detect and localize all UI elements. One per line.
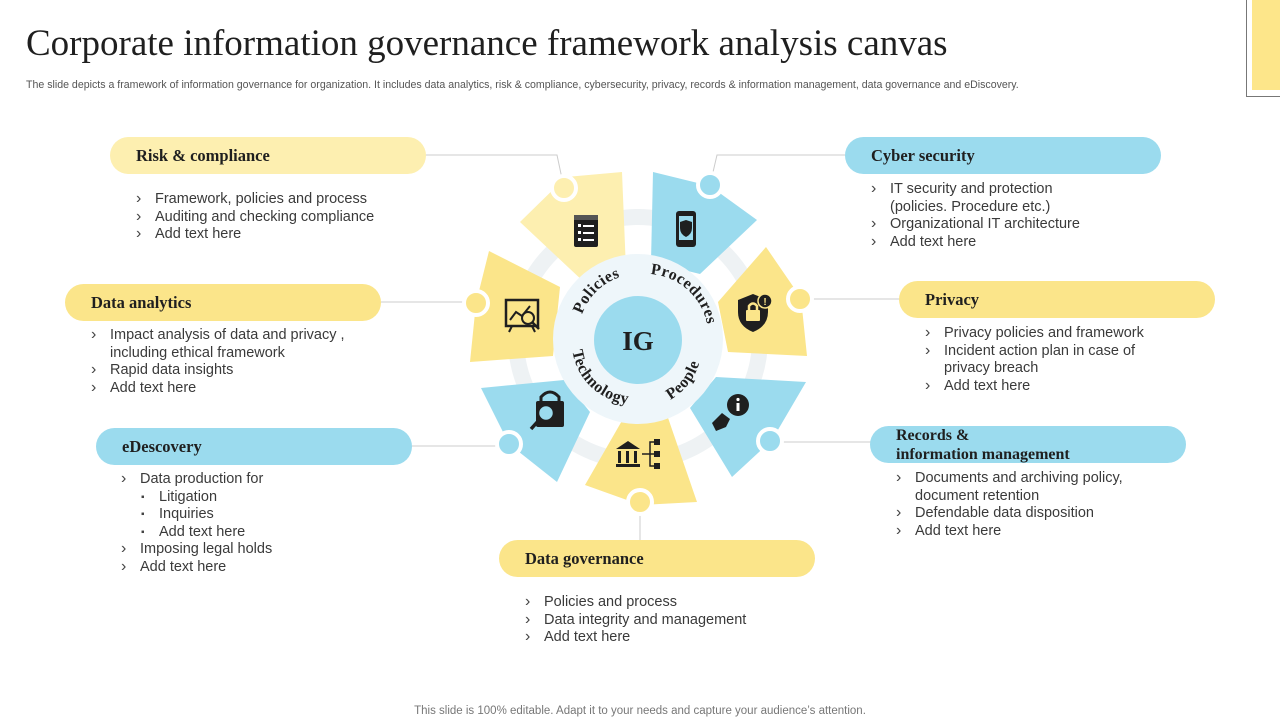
- cyber-security-pill: Cyber security: [845, 137, 1161, 174]
- list-sub-item: Add text here: [121, 524, 272, 542]
- data-analytics-title: Data analytics: [91, 292, 192, 312]
- list-sub-item: Litigation: [121, 489, 272, 507]
- data-governance-list: Policies and process Data integrity and …: [525, 593, 746, 647]
- list-item: Add text here: [871, 233, 1080, 252]
- hub-circle: [594, 296, 682, 384]
- list-item: Data integrity and management: [525, 611, 746, 630]
- segment-governance: [585, 412, 697, 505]
- privacy-pill: Privacy: [899, 281, 1215, 318]
- list-item: Add text here: [925, 377, 1144, 396]
- list-item: Add text here: [525, 628, 746, 647]
- privacy-list: Privacy policies and framework Incident …: [925, 324, 1144, 396]
- list-item: Add text here: [896, 522, 1123, 541]
- segment-records: [690, 377, 806, 477]
- ediscovery-list: Data production for Litigation Inquiries…: [121, 470, 272, 577]
- list-item: Incident action plan in case of: [925, 342, 1144, 361]
- data-analytics-list: Impact analysis of data and privacy , in…: [91, 326, 345, 398]
- bank-hierarchy-icon: [616, 439, 660, 469]
- analytics-board-icon: [504, 298, 540, 333]
- shield-lock-alert-icon: !: [738, 293, 773, 332]
- list-item: privacy breach: [944, 360, 1039, 377]
- hub-label: IG: [622, 326, 654, 356]
- list-item: IT security and protection: [871, 180, 1080, 199]
- page-subtitle: The slide depicts a framework of informa…: [26, 79, 1019, 91]
- data-governance-title: Data governance: [525, 548, 644, 568]
- list-item: Organizational IT architecture: [871, 215, 1080, 234]
- segment-risk: [520, 172, 626, 283]
- segment-ediscovery: [481, 380, 590, 482]
- list-item: Privacy policies and framework: [925, 324, 1144, 343]
- list-item: Imposing legal holds: [121, 540, 272, 559]
- corner-decoration-fill: [1252, 0, 1280, 90]
- segment-knobs: [462, 171, 814, 516]
- list-item: Add text here: [136, 225, 374, 244]
- risk-compliance-title: Risk & compliance: [136, 145, 270, 165]
- lock-search-icon: [529, 390, 564, 431]
- cyber-security-title: Cyber security: [871, 145, 975, 165]
- list-item: including ethical framework: [110, 344, 285, 361]
- segment-analytics: [470, 251, 560, 362]
- risk-compliance-pill: Risk & compliance: [110, 137, 426, 174]
- list-item: Add text here: [91, 379, 345, 398]
- records-list: Documents and archiving policy, document…: [896, 469, 1123, 541]
- list-item: Defendable data disposition: [896, 504, 1123, 523]
- cyber-security-list: IT security and protection (policies. Pr…: [871, 180, 1080, 252]
- list-item: Data production for: [121, 470, 272, 489]
- risk-compliance-list: Framework, policies and process Auditing…: [136, 190, 374, 244]
- svg-text:!: !: [763, 297, 766, 308]
- list-item: Documents and archiving policy,: [896, 469, 1123, 488]
- touch-info-icon: [712, 394, 749, 431]
- list-item: Rapid data insights: [91, 361, 345, 380]
- privacy-title: Privacy: [925, 289, 980, 309]
- list-item: Impact analysis of data and privacy ,: [91, 326, 345, 345]
- list-item: Add text here: [121, 558, 272, 577]
- records-title-line2: information management: [896, 445, 1070, 463]
- list-sub-item: Inquiries: [121, 506, 272, 524]
- list-item: Auditing and checking compliance: [136, 208, 374, 227]
- records-pill: Records & information management: [870, 426, 1186, 463]
- ediscovery-title: eDescovery: [122, 436, 202, 456]
- checklist-icon: [574, 215, 598, 247]
- list-item: Policies and process: [525, 593, 746, 612]
- list-item: Framework, policies and process: [136, 190, 374, 209]
- data-analytics-pill: Data analytics: [65, 284, 381, 321]
- ediscovery-pill: eDescovery: [96, 428, 412, 465]
- records-title-line1: Records &: [896, 426, 970, 444]
- list-item: (policies. Procedure etc.): [890, 198, 1051, 215]
- segment-cyber: [651, 172, 757, 274]
- data-governance-pill: Data governance: [499, 540, 815, 577]
- list-item: document retention: [915, 487, 1040, 504]
- footer-note: This slide is 100% editable. Adapt it to…: [414, 705, 866, 717]
- shield-phone-icon: [676, 211, 696, 247]
- page-title: Corporate information governance framewo…: [26, 23, 948, 64]
